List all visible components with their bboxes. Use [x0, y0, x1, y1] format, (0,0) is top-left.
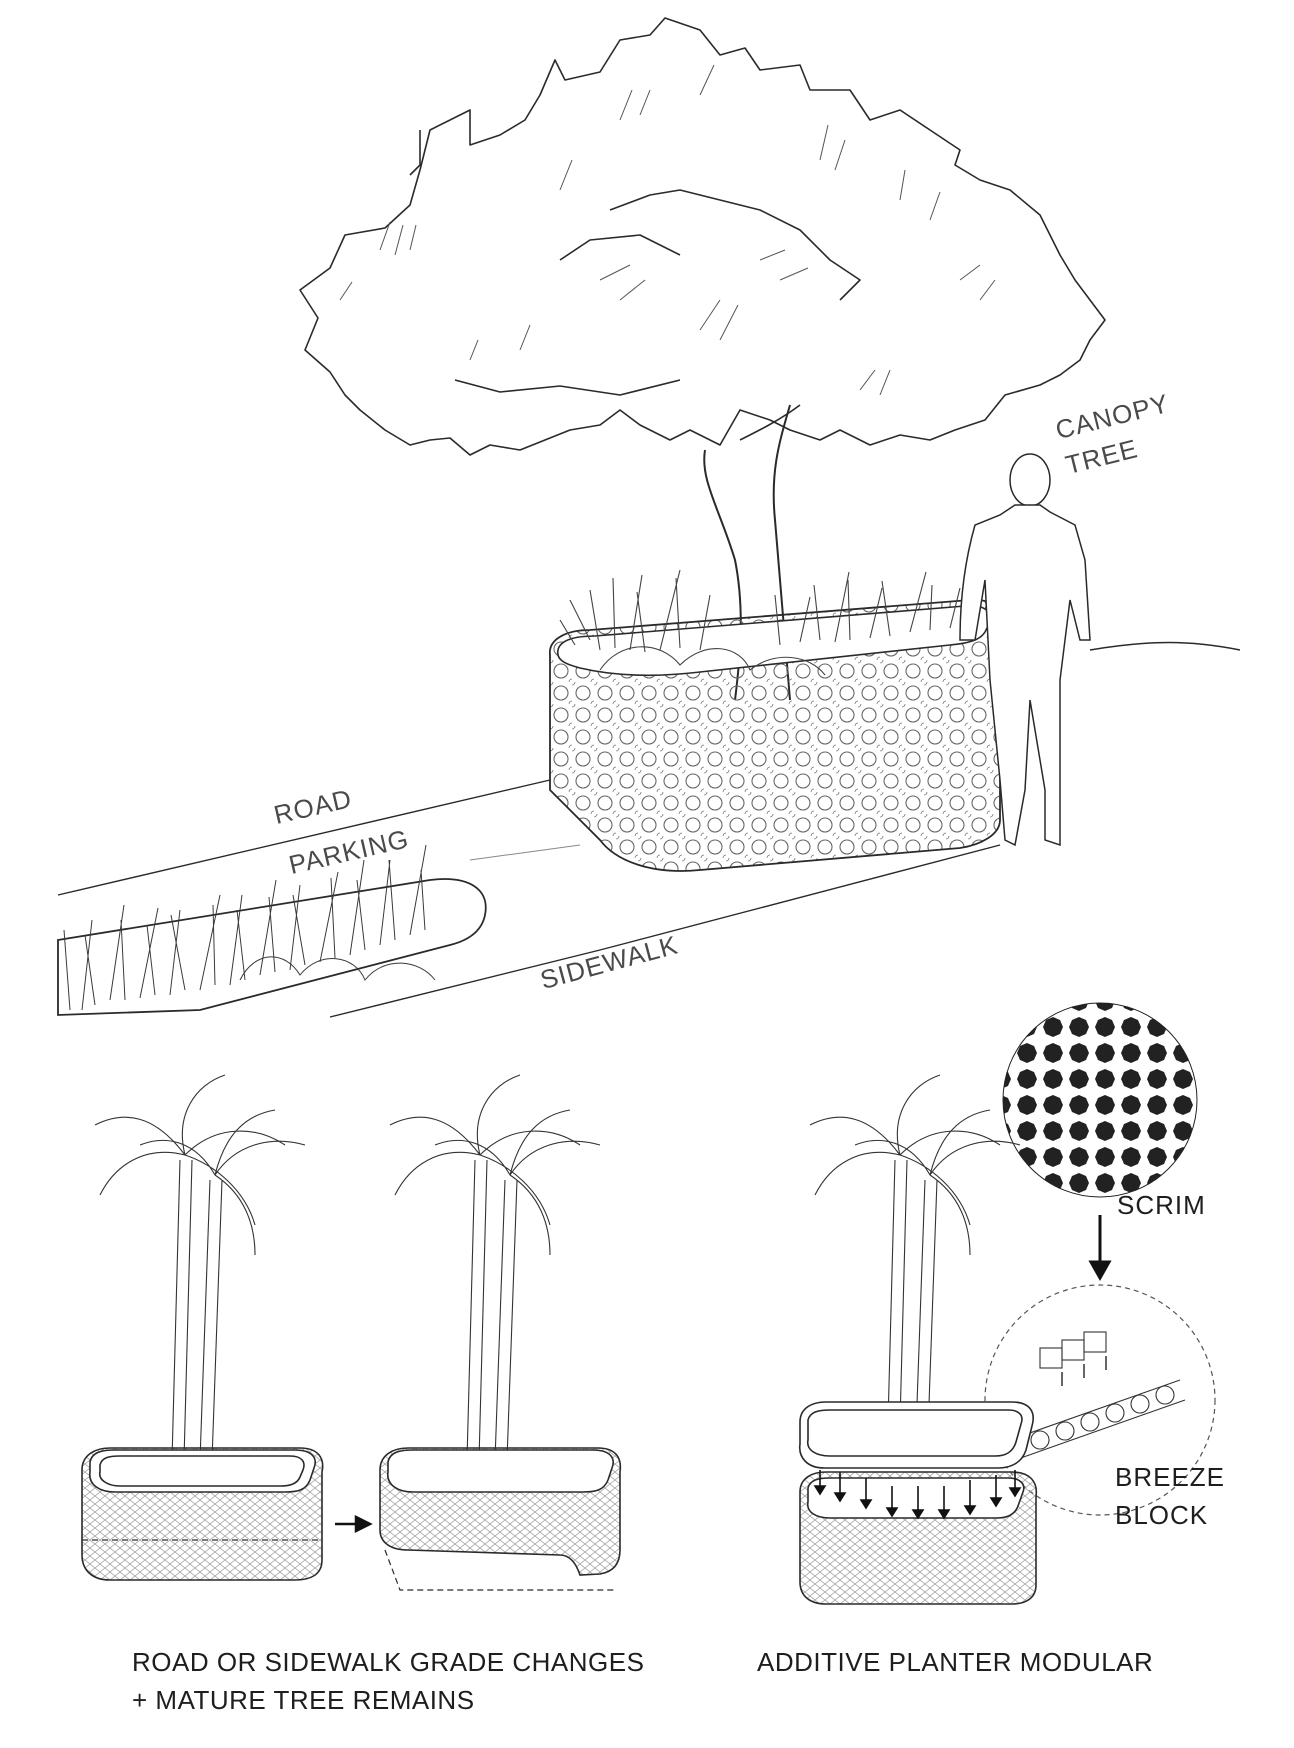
scrim-arrow — [1088, 1215, 1112, 1282]
scrim-texture-circle — [1002, 1002, 1198, 1198]
street-lines — [57, 779, 1001, 1018]
grade-change-arrow — [335, 1514, 373, 1534]
planter-before — [81, 1447, 324, 1581]
palm-tree-middle — [389, 1074, 601, 1461]
planter-modular — [799, 1401, 1038, 1605]
label-scrim: SCRIM — [1117, 1190, 1206, 1220]
caption-grade-changes-line1: ROAD OR SIDEWALK GRADE CHANGES — [132, 1647, 645, 1677]
label-breeze-line1: BREEZE — [1115, 1462, 1226, 1492]
planter-after — [379, 1447, 622, 1591]
roadside-planter — [57, 844, 487, 1016]
breeze-block-detail — [984, 1284, 1216, 1516]
caption-additive-planter: ADDITIVE PLANTER MODULAR — [757, 1647, 1154, 1677]
palm-tree-left — [94, 1074, 306, 1461]
palm-tree-right — [809, 1074, 1021, 1461]
main-planter — [549, 569, 1001, 872]
label-breeze-line2: BLOCK — [1115, 1500, 1209, 1530]
person-figure — [959, 453, 1091, 847]
stack-arrows — [813, 1470, 1022, 1520]
canopy-tree — [299, 17, 1106, 701]
caption-grade-changes-line2: + MATURE TREE REMAINS — [132, 1685, 475, 1715]
